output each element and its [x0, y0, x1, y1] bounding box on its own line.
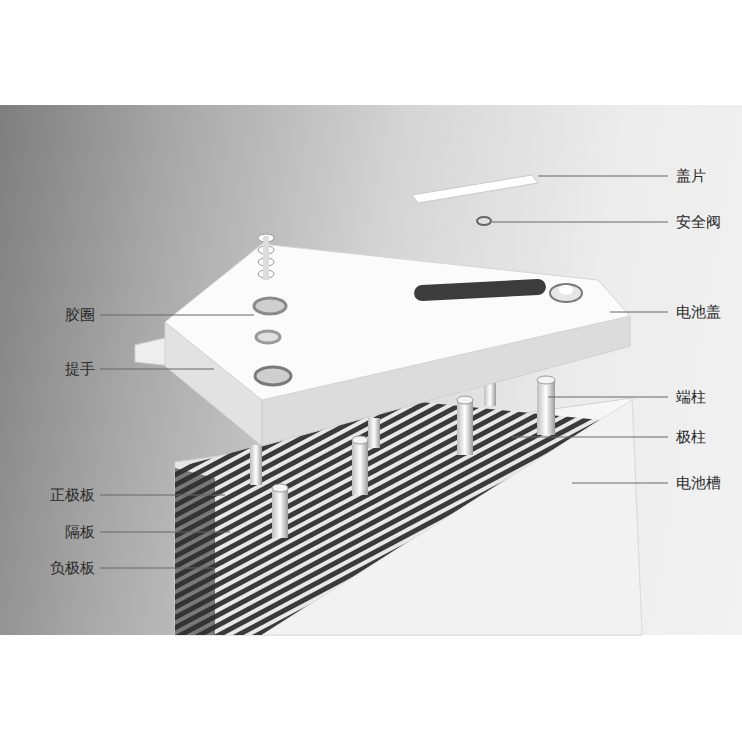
part-label: 正极板 [50, 485, 95, 505]
leader-lines [100, 176, 668, 568]
part-label: 端柱 [676, 387, 706, 407]
part-label: 电池槽 [676, 473, 721, 493]
part-label: 极柱 [676, 427, 706, 447]
part-label: 盖片 [676, 166, 706, 186]
part-label: 安全阀 [676, 212, 721, 232]
part-label: 提手 [65, 359, 95, 379]
part-label: 电池盖 [676, 302, 721, 322]
part-label: 隔板 [65, 522, 95, 542]
part-label: 胶圈 [65, 305, 95, 325]
part-label: 负极板 [50, 558, 95, 578]
